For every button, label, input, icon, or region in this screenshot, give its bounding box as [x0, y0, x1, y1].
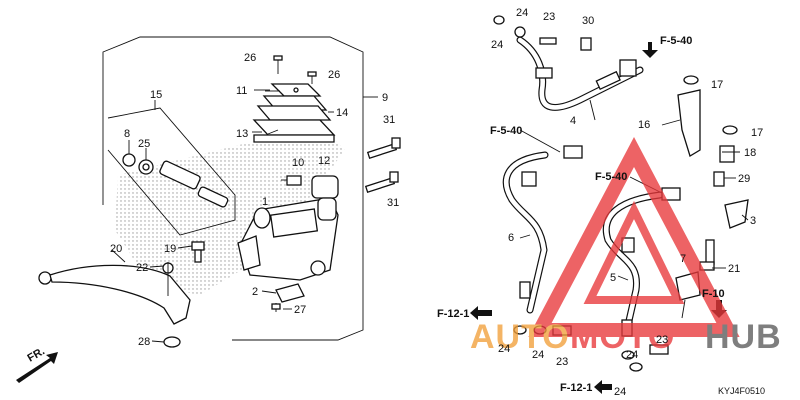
- callout-15: 15: [150, 89, 162, 101]
- callout-9: 9: [382, 92, 388, 104]
- callout-13: 13: [236, 128, 248, 140]
- callout-1: 1: [262, 196, 268, 208]
- callout-24-b: 24: [491, 39, 503, 51]
- hose-bracket: [677, 75, 738, 187]
- callout-3: 3: [750, 215, 756, 227]
- callout-19: 19: [164, 243, 176, 255]
- left-brake-hose: [502, 145, 583, 314]
- brake-lever: [38, 262, 191, 325]
- callout-20: 20: [110, 243, 122, 255]
- callout-11: 11: [236, 85, 247, 97]
- callout-6: 6: [508, 232, 514, 244]
- brake-switch: [281, 175, 302, 186]
- callout-17-b: 17: [751, 127, 763, 139]
- callout-24-a: 24: [516, 7, 528, 19]
- callout-25: 25: [138, 138, 150, 150]
- callout-16: 16: [638, 119, 650, 131]
- callout-21: 21: [728, 263, 740, 275]
- callout-31-b: 31: [387, 197, 399, 209]
- diagram-code: KYJ4F0510: [718, 386, 765, 396]
- watermark: AUTO MOTO HUB: [470, 137, 782, 356]
- callout-27: 27: [294, 304, 306, 316]
- piston-kit-outline: [107, 107, 236, 236]
- callout-26-a: 26: [244, 52, 256, 64]
- direction-label: FR.: [26, 345, 47, 364]
- callout-23-a: 23: [543, 11, 555, 23]
- reservoir-cap-stack: [252, 83, 336, 143]
- callout-5: 5: [610, 272, 616, 284]
- leader-lines: [111, 90, 749, 343]
- reference-labels: F-5-40 F-5-40 F-5-40 F-10 F-12-1 F-12-1: [437, 35, 725, 394]
- ref-f-12-1-b[interactable]: F-12-1: [560, 382, 592, 394]
- callout-28: 28: [138, 336, 150, 348]
- ref-f-5-40-c[interactable]: F-5-40: [595, 171, 627, 183]
- ref-f-10[interactable]: F-10: [702, 288, 725, 300]
- callout-24-e: 24: [626, 349, 638, 361]
- clamp: [311, 175, 339, 221]
- upper-brake-hose: [493, 15, 644, 111]
- callout-24-d: 24: [532, 349, 544, 361]
- ref-f-5-40-a[interactable]: F-5-40: [660, 35, 692, 47]
- piston-parts: [122, 140, 229, 208]
- cap-screws: [273, 55, 317, 84]
- lever-switch: [271, 283, 305, 312]
- front-direction-arrow: [16, 352, 58, 383]
- ref-f-12-1-a[interactable]: F-12-1: [437, 308, 469, 320]
- callout-18: 18: [744, 147, 756, 159]
- callout-26-b: 26: [328, 69, 340, 81]
- ref-f-5-40-b[interactable]: F-5-40: [490, 125, 522, 137]
- lever-pivot: [163, 241, 205, 348]
- callout-31-a: 31: [383, 114, 395, 126]
- callout-22: 22: [136, 262, 148, 274]
- callout-2: 2: [252, 286, 258, 298]
- callout-8: 8: [124, 128, 130, 140]
- callout-7: 7: [680, 253, 686, 265]
- watermark-text-hub: HUB: [705, 318, 782, 356]
- master-cylinder-body: [237, 197, 339, 281]
- assembly-outline: [102, 36, 364, 341]
- callout-24-c: 24: [498, 343, 510, 355]
- callout-10: 10: [292, 157, 304, 169]
- callout-23-b: 23: [556, 356, 568, 368]
- clamp-bolts: [364, 137, 401, 193]
- callout-labels: 15 8 25 26 26 11 14 13 9 31 31 10 12 1 2…: [110, 7, 763, 398]
- callout-29: 29: [738, 173, 750, 185]
- callout-23-c: 23: [656, 334, 668, 346]
- callout-14: 14: [336, 107, 348, 119]
- callout-4: 4: [570, 115, 576, 127]
- callout-30: 30: [582, 15, 594, 27]
- callout-24-f: 24: [614, 386, 626, 398]
- watermark-text-auto: AUTO: [470, 318, 570, 356]
- callout-12: 12: [318, 155, 330, 167]
- watermark-text-moto: MOTO: [570, 318, 675, 356]
- callout-17-a: 17: [711, 79, 723, 91]
